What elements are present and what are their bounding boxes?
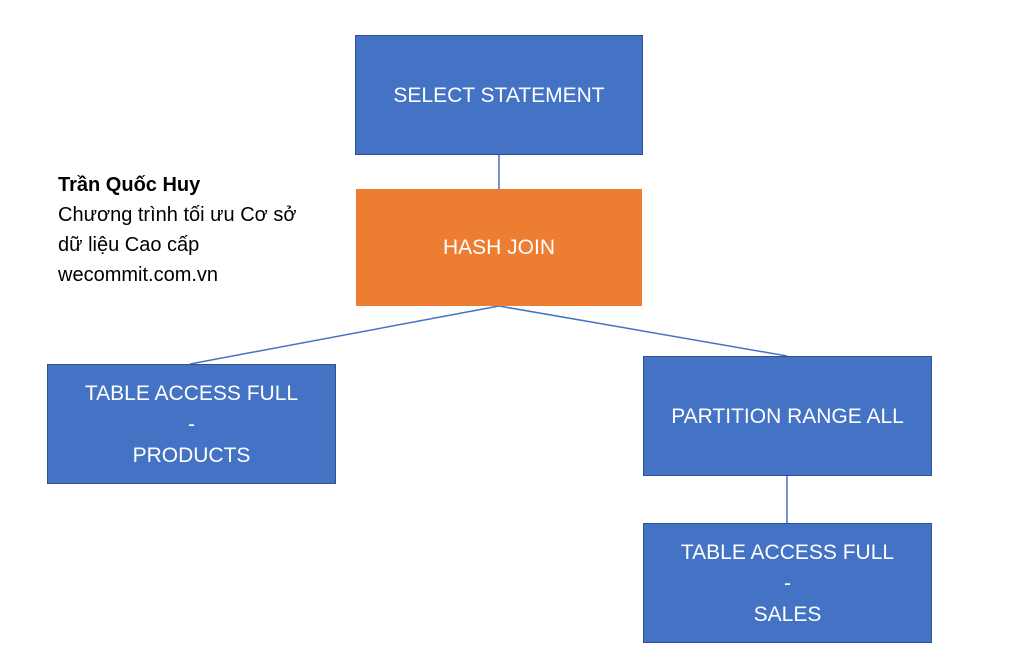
- node-table-access-sales: TABLE ACCESS FULL - SALES: [643, 523, 932, 643]
- website-text: wecommit.com.vn: [58, 264, 219, 286]
- node-partition-range-all-label: PARTITION RANGE ALL: [671, 404, 904, 428]
- node-hash-join-label: HASH JOIN: [442, 236, 555, 259]
- node-table-access-products: TABLE ACCESS FULL - PRODUCTS: [47, 364, 336, 484]
- node-partition-range-all: PARTITION RANGE ALL: [643, 356, 932, 476]
- node-hash-join: HASH JOIN: [356, 189, 642, 306]
- author-name: Trần Quốc Huy: [58, 174, 201, 196]
- node-select-statement: SELECT STATEMENT: [355, 35, 643, 155]
- author-caption: Trần Quốc Huy Chương trình tối ưu Cơ sở …: [58, 170, 358, 290]
- node-products-line-1: TABLE ACCESS FULL: [84, 381, 299, 405]
- node-sales-line-2: SALES: [753, 602, 822, 626]
- course-title-line-1: Chương trình tối ưu Cơ sở: [58, 204, 297, 226]
- node-sales-line-1: TABLE ACCESS FULL: [680, 540, 895, 564]
- node-products-line-2: PRODUCTS: [132, 443, 251, 467]
- course-title-line-2: dữ liệu Cao cấp: [58, 234, 200, 256]
- connector-hashjoin-to-partition: [498, 305, 788, 357]
- connector-hashjoin-to-products: [189, 305, 500, 365]
- node-sales-separator: -: [784, 571, 791, 595]
- node-products-separator: -: [188, 412, 195, 436]
- node-select-statement-label: SELECT STATEMENT: [393, 83, 605, 107]
